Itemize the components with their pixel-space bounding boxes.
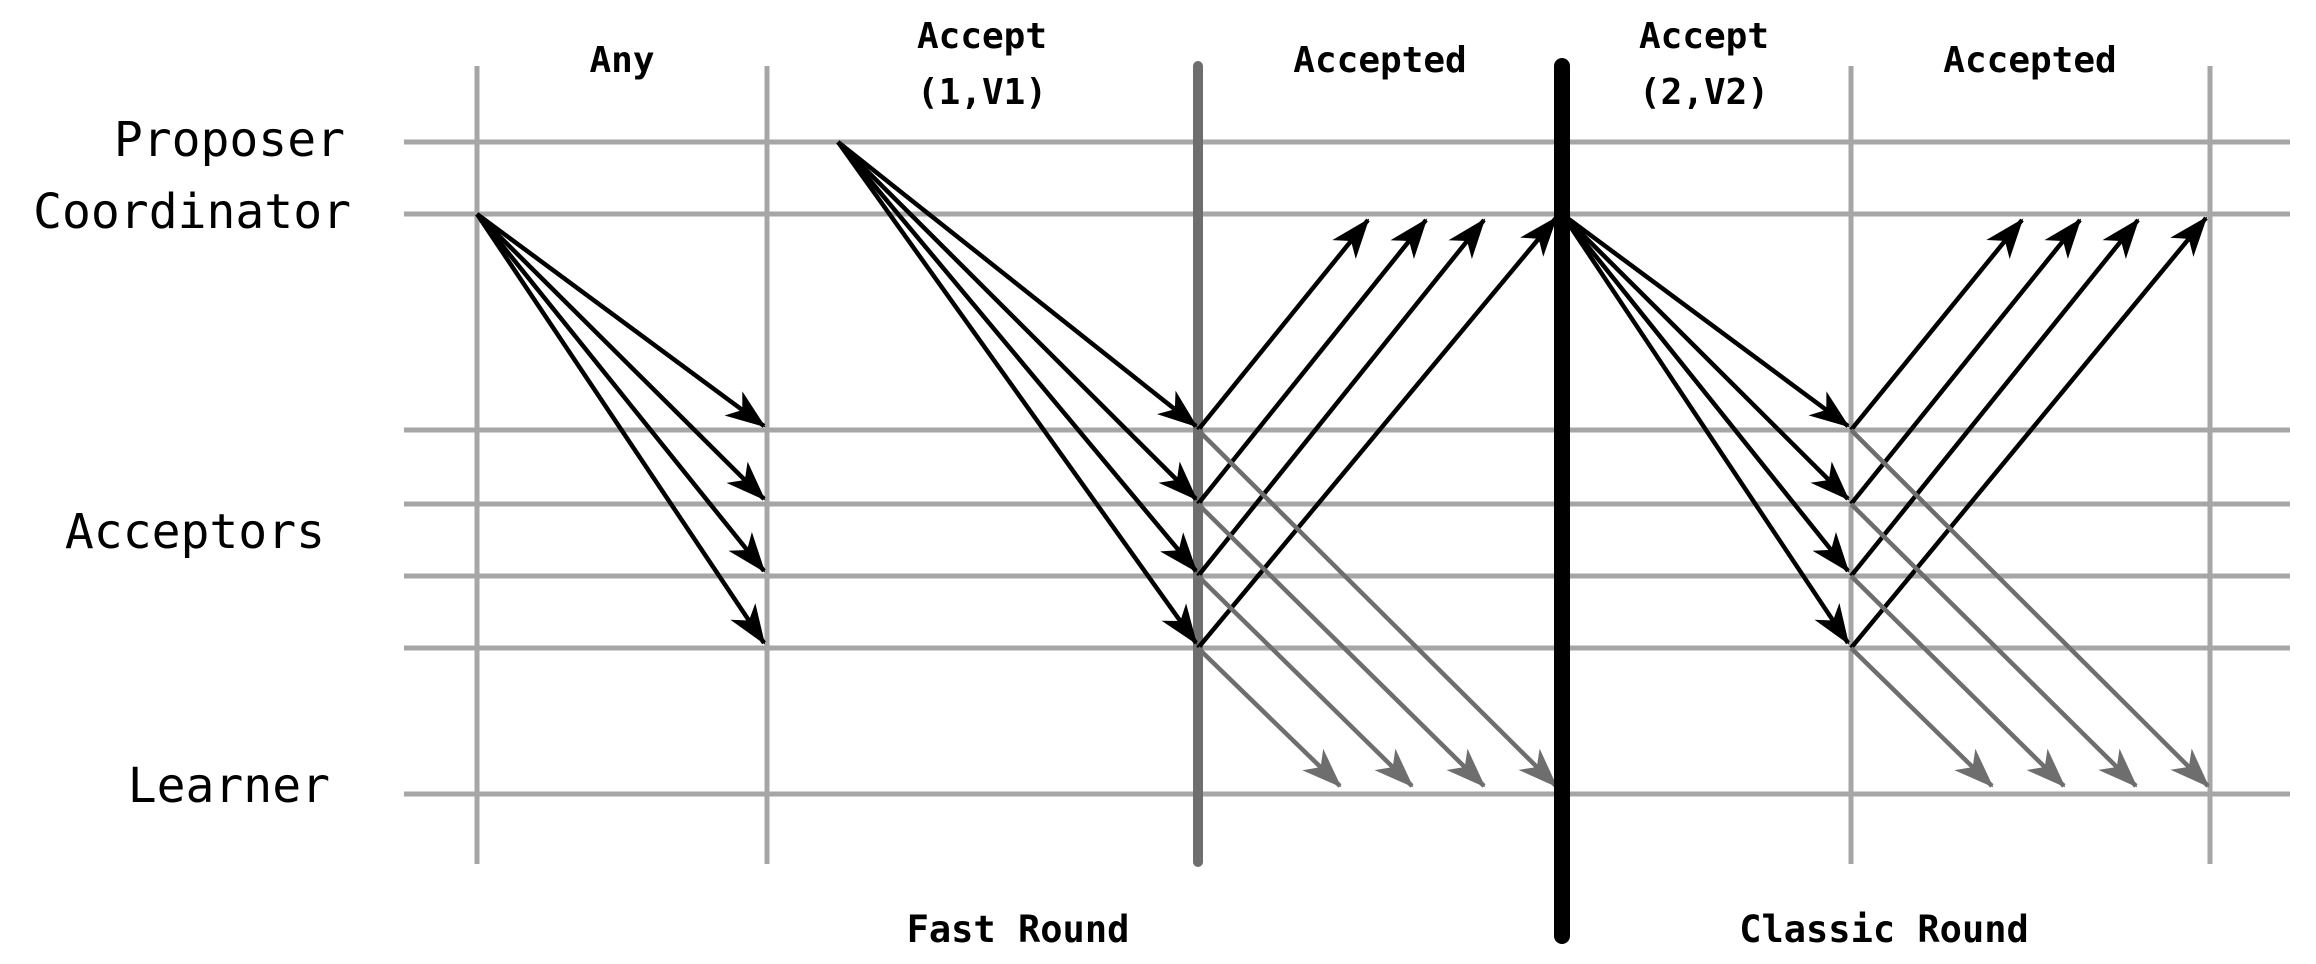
accepted-1-message [1196, 218, 1486, 578]
accept-1-message [836, 140, 1198, 645]
learner-messages [1196, 428, 2210, 788]
messages [475, 140, 2208, 650]
accept-1-message [836, 140, 1198, 428]
learner-message [1849, 502, 2138, 788]
phase-accept-2-value: (2,V2) [1639, 72, 1769, 113]
accepted-2-message [1849, 216, 2208, 650]
accepted-1-message [1196, 218, 1370, 432]
accepted-1-message [1196, 218, 1428, 506]
learner-label: Learner [128, 758, 330, 814]
accepted-2-message [1849, 218, 2140, 578]
accept-2-message [1560, 212, 1850, 501]
accept-1-message [836, 140, 1198, 573]
phase-accept-1-label: Accept [917, 16, 1047, 57]
learner-message [1849, 646, 1994, 788]
classic-round-label: Classic Round [1739, 908, 2029, 951]
any-message [475, 212, 766, 428]
phase-lines [474, 66, 2213, 864]
accept-2-message [1560, 212, 1850, 428]
any-message [475, 212, 766, 573]
learner-message [1196, 646, 1342, 788]
learner-message [1196, 428, 1558, 788]
phase-accept-1-value: (1,V1) [917, 72, 1047, 113]
any-message [475, 212, 766, 645]
learner-message [1849, 574, 2066, 788]
fast-round-label: Fast Round [907, 908, 1130, 951]
phase-accepted-2-label: Accepted [1943, 40, 2116, 81]
proposer-label: Proposer [114, 112, 345, 168]
learner-message [1196, 574, 1414, 788]
any-message [475, 212, 766, 501]
learner-message [1196, 502, 1486, 788]
accepted-1-message [1196, 216, 1558, 650]
coordinator-label: Coordinator [33, 184, 351, 240]
accept-2-message [1560, 212, 1850, 573]
accepted-2-message [1849, 218, 2082, 506]
phase-accepted-1-label: Accepted [1293, 40, 1466, 81]
accept-1-message [836, 140, 1198, 501]
acceptors-label: Acceptors [65, 504, 325, 560]
phase-any-label: Any [589, 40, 654, 81]
learner-message [1849, 428, 2210, 788]
accepted-2-message [1849, 218, 2024, 432]
accept-2-message [1560, 212, 1850, 645]
phase-accept-2-label: Accept [1639, 16, 1769, 57]
